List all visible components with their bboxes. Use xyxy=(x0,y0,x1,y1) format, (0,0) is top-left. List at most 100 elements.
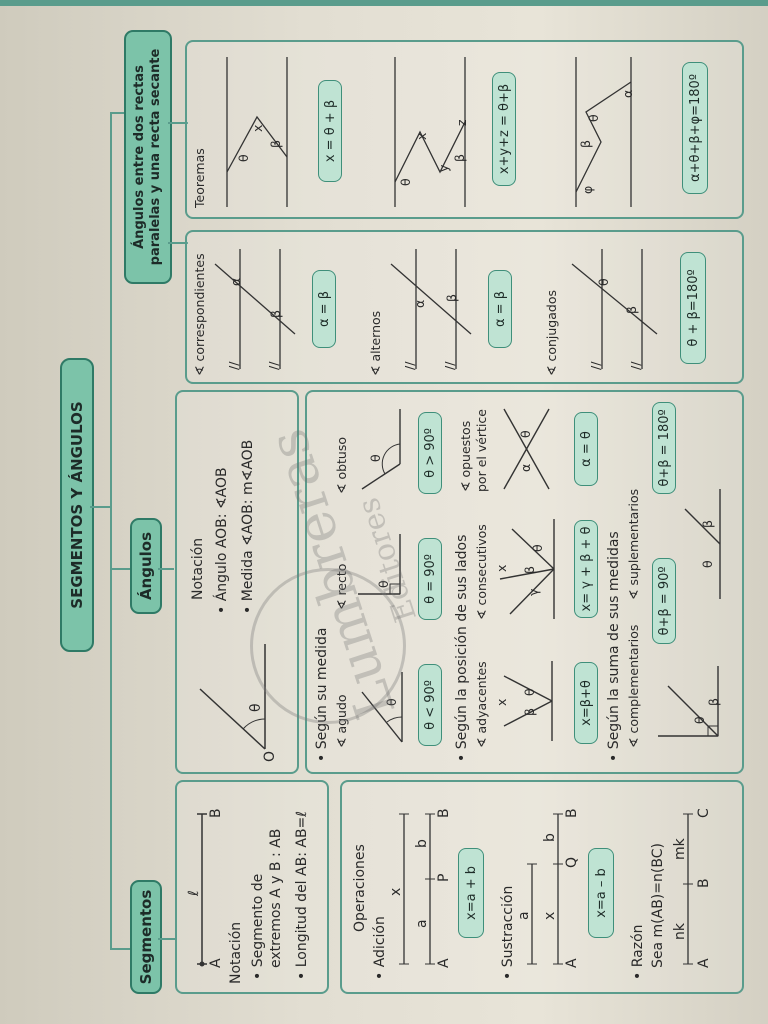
segmentos-heading: Segmentos xyxy=(130,880,162,994)
t2-x: x xyxy=(414,132,429,140)
alt-beta: β xyxy=(444,294,459,302)
opuestos-label2: por el vértice xyxy=(474,409,489,492)
ady-theta: θ xyxy=(522,688,537,696)
obtuso-formula: θ > 90º xyxy=(418,412,442,494)
operaciones-label: Operaciones xyxy=(352,844,368,932)
add-pt-b: B xyxy=(436,808,452,818)
razon-diagram xyxy=(683,813,693,965)
seg-bullet-segmento: • Segmento de xyxy=(250,873,266,980)
seg-bullet-segmento2: extremos A y B : AB xyxy=(268,828,284,968)
consecutivos-formula: x= γ + β + θ xyxy=(574,520,598,618)
connector-seg xyxy=(110,948,132,950)
ady-beta: β xyxy=(522,708,537,716)
connector-horizontal xyxy=(110,114,112,950)
correspondientes-formula: α = β xyxy=(312,270,336,348)
t2-beta: β xyxy=(452,154,467,162)
t2-y: y xyxy=(436,164,451,172)
sustraccion-label-text: Sustracción xyxy=(500,885,516,968)
t1-theta: θ xyxy=(236,154,251,162)
alternos-diagram xyxy=(390,249,472,369)
angulos-heading: Ángulos xyxy=(130,518,162,614)
adyacentes-label: ∢ adyacentes xyxy=(474,661,489,748)
conj-par1: // xyxy=(588,361,603,370)
adicion-label-text: Adición xyxy=(372,916,388,968)
supl-theta: θ xyxy=(700,560,715,568)
alternos-label: ∢ alternos xyxy=(368,310,383,376)
cons-gamma: γ xyxy=(526,588,541,596)
segun-posicion: • Según la posición de sus lados xyxy=(454,534,470,762)
sustraccion-diagram xyxy=(527,813,563,965)
segun-posicion-text: Según la posición de sus lados xyxy=(454,534,470,750)
cons-theta: θ xyxy=(530,544,545,552)
seg-pt-a: A xyxy=(208,958,224,968)
seg-bullet-longitud-text: Longitud del AB: AB=ℓ xyxy=(294,810,310,968)
sub-x: x xyxy=(542,911,558,920)
add-b: b xyxy=(414,839,430,848)
sustraccion-label: • Sustracción xyxy=(500,885,516,980)
add-pt-p: P xyxy=(436,873,452,882)
opu-alpha: α xyxy=(518,463,533,472)
sub-b: b xyxy=(542,833,558,842)
t3-phi: φ xyxy=(580,185,595,194)
connector-ang-box xyxy=(158,568,174,570)
segun-suma: • Según la suma de sus medidas xyxy=(606,531,622,762)
teorema3-diagram xyxy=(575,57,632,207)
segment-diagram xyxy=(197,813,207,967)
razon-pt-b: B xyxy=(696,878,712,888)
conjugados-formula: θ + β=180º xyxy=(680,252,706,364)
teoremas-label: Teoremas xyxy=(192,148,207,208)
adicion-label: • Adición xyxy=(372,916,388,980)
razon-pt-c: C xyxy=(696,808,712,818)
suplementarios-formula: θ+β = 180º xyxy=(652,402,676,494)
razon-nk: nk xyxy=(672,923,688,940)
connector-ang xyxy=(110,568,132,570)
opuestos-formula: α = θ xyxy=(574,412,598,486)
aob-theta: θ xyxy=(248,703,264,712)
adicion-formula: x=a + b xyxy=(458,848,484,938)
t2-z: z xyxy=(454,119,469,126)
alt-par2: // xyxy=(442,361,457,370)
correspondientes-diagram xyxy=(214,249,296,369)
consecutivos-diagram xyxy=(499,519,555,619)
t3-theta: θ xyxy=(586,114,601,122)
teorema2-formula: x+y+z = θ+β xyxy=(492,72,516,186)
complementarios-diagram xyxy=(658,666,719,737)
ang-notacion-label: Notación xyxy=(190,537,206,600)
alternos-formula: α = β xyxy=(488,270,512,348)
obtuso-theta: θ xyxy=(368,454,383,462)
recto-diagram xyxy=(358,534,401,595)
conjugados-diagram xyxy=(571,249,658,369)
cons-x: x xyxy=(494,564,509,572)
teorema3-formula: α+θ+β+φ=180º xyxy=(682,62,708,194)
cons-beta: β xyxy=(522,566,537,574)
comp-theta: θ xyxy=(692,716,707,724)
page-title: SEGMENTOS Y ÁNGULOS xyxy=(60,358,94,652)
ady-x: x xyxy=(494,698,509,706)
opuestos-diagram xyxy=(503,408,550,490)
corr-par2: // xyxy=(266,361,281,370)
agudo-diagram xyxy=(361,672,403,743)
opu-theta: θ xyxy=(518,430,533,438)
adyacentes-formula: x=β+θ xyxy=(574,662,598,744)
seg-pt-b: B xyxy=(208,808,224,818)
suplementarios-label: ∢ suplementarios xyxy=(626,488,641,600)
angle-aob-diagram xyxy=(199,644,266,750)
corr-alpha: α xyxy=(228,277,243,286)
conjugados-label: ∢ conjugados xyxy=(544,290,559,376)
segun-suma-text: Según la suma de sus medidas xyxy=(606,531,622,750)
t2-theta: θ xyxy=(398,178,413,186)
t3-beta: β xyxy=(578,140,593,148)
opuestos-label: ∢ opuestos xyxy=(458,420,473,492)
agudo-formula: θ < 90º xyxy=(418,664,442,746)
complementarios-formula: θ+β = 90º xyxy=(652,558,676,644)
corr-beta: β xyxy=(268,310,283,318)
seg-notacion-label: Notación xyxy=(228,921,244,984)
teorema1-diagram xyxy=(226,57,288,207)
paralelas-heading-2: paralelas y una recta secante xyxy=(148,48,163,266)
teorema1-formula: x = θ + β xyxy=(318,80,342,182)
consecutivos-label: ∢ consecutivos xyxy=(474,524,489,620)
connector-title-down xyxy=(90,506,112,508)
ang-angulo-aob: • Ángulo AOB: ∢AOB xyxy=(214,467,230,614)
